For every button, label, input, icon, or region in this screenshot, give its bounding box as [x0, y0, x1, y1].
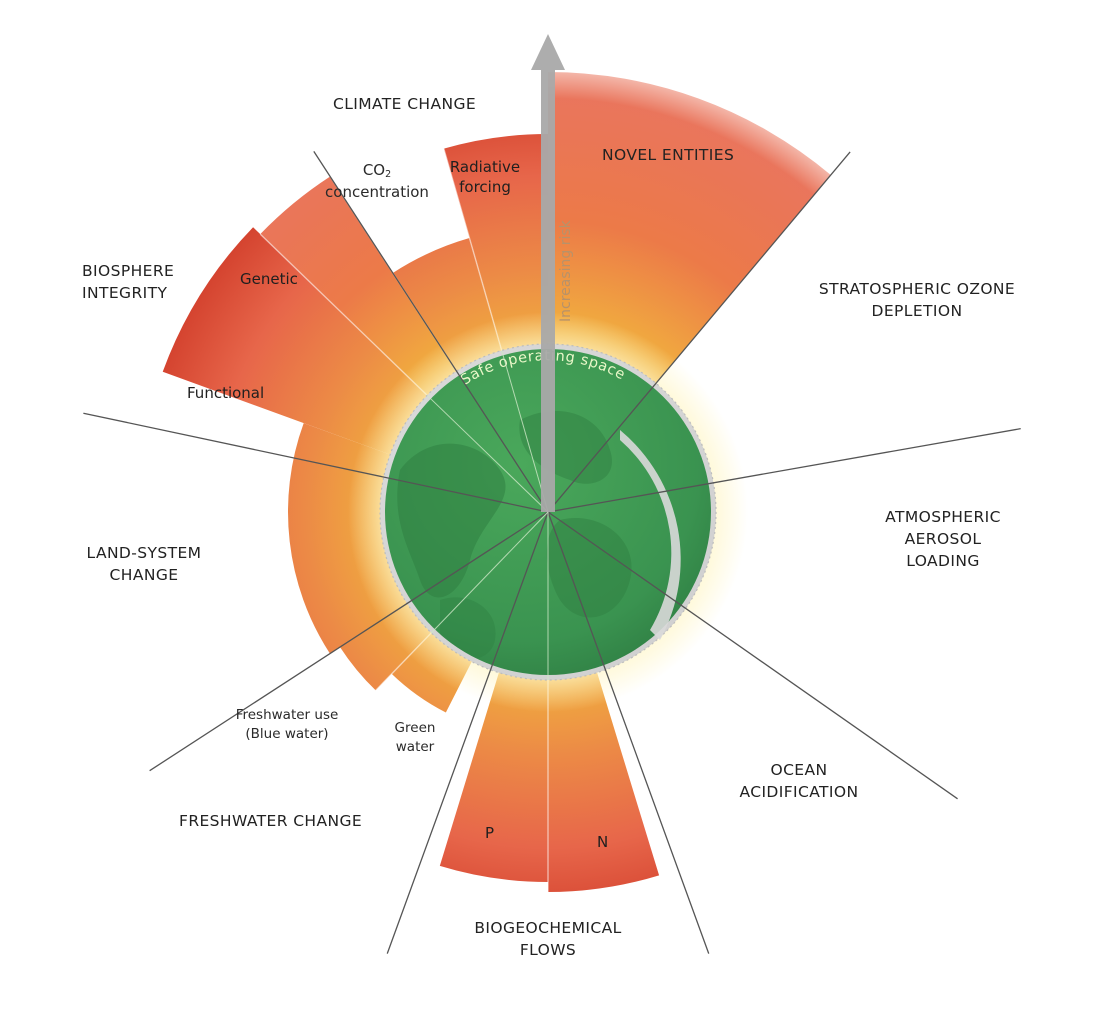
sector-divider-line [149, 511, 549, 772]
wedge-nitrogen [548, 655, 660, 893]
label-ocean-acidification: OCEAN ACIDIFICATION [739, 761, 859, 801]
label-climate-change: CLIMATE CHANGE [333, 95, 477, 113]
sector-dividers [83, 151, 1021, 954]
label-atmospheric-aerosol: ATMOSPHERIC AEROSOL LOADING [885, 508, 1001, 570]
label-radiative-forcing: Radiative forcing [449, 158, 521, 197]
label-green-water: Green water [394, 720, 436, 755]
sector-divider-line [547, 511, 958, 800]
label-biosphere-integrity: BIOSPHERE INTEGRITY [82, 262, 175, 302]
sector-divider-line [547, 511, 710, 954]
globe-shadow [620, 430, 681, 640]
wedge-functional [162, 227, 441, 461]
label-genetic: Genetic [240, 270, 298, 288]
wedge-radiative-forcing [443, 134, 548, 368]
label-freshwater-use: Freshwater use (Blue water) [235, 707, 339, 742]
label-co2-concentration: CO2 concentration [325, 161, 429, 201]
sub-divider-line [430, 511, 549, 634]
label-novel-entities: NOVEL ENTITIES [602, 146, 735, 164]
sector-divider-line [313, 151, 549, 513]
sector-divider-line [547, 428, 1021, 513]
sector-divider-line [83, 412, 549, 513]
sector-divider-line [386, 511, 549, 954]
sub-divider-line [426, 394, 549, 513]
sector-divider-line [547, 151, 851, 513]
wedge-genetic [260, 176, 467, 408]
label-functional: Functional [187, 384, 265, 402]
label-nitrogen: N [597, 833, 609, 851]
label-land-system-change: LAND-SYSTEM CHANGE [86, 544, 202, 584]
label-biogeochemical-flows: BIOGEOCHEMICAL FLOWS [474, 919, 622, 959]
wedge-novel-entities [548, 72, 831, 398]
increasing-risk-arrow [531, 34, 565, 512]
wedge-phosphorus [439, 655, 548, 882]
sub-divider-line [501, 350, 549, 513]
label-phosphorus: P [485, 824, 495, 842]
label-freshwater-change: FRESHWATER CHANGE [179, 812, 363, 830]
label-stratospheric-ozone: STRATOSPHERIC OZONE DEPLETION [818, 280, 1016, 320]
increasing-risk-label: Increasing risk [558, 219, 574, 322]
